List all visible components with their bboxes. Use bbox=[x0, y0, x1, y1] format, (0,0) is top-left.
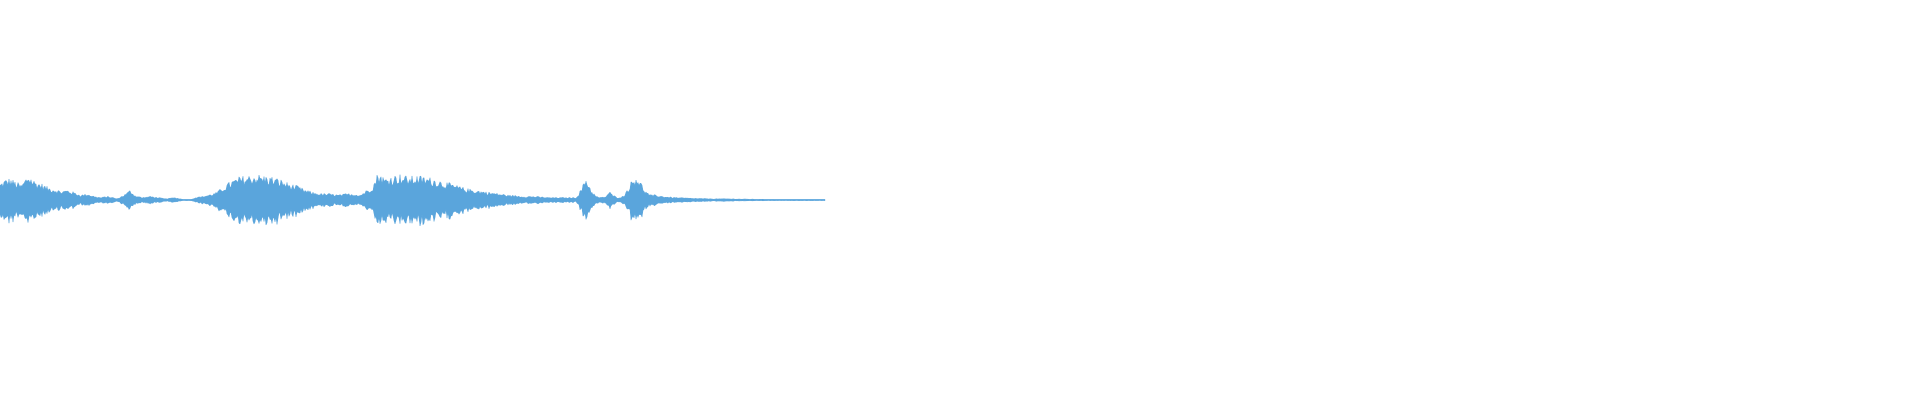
waveform-shape bbox=[0, 174, 826, 227]
